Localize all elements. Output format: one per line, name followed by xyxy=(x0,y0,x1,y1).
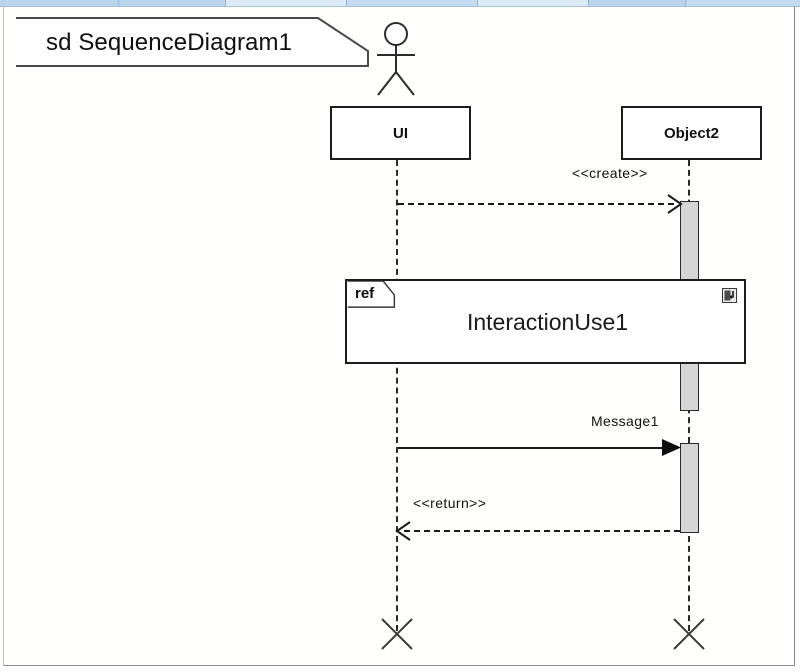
destruction-mark-ui[interactable] xyxy=(379,616,415,652)
frame-tab-outline xyxy=(16,17,369,67)
toolbar-segment xyxy=(0,0,119,6)
lifeline-head-object2[interactable]: Object2 xyxy=(621,106,762,160)
interaction-use-icon[interactable] xyxy=(722,288,737,303)
activation-bar-object2-2[interactable] xyxy=(680,363,699,411)
message-line-create[interactable] xyxy=(398,203,674,205)
ref-operator-label: ref xyxy=(355,285,375,302)
ref-tab-outline xyxy=(347,281,396,308)
lifeline-label-ui: UI xyxy=(393,124,408,142)
message-label-create: <<create>> xyxy=(572,165,648,181)
toolbar-segment xyxy=(347,0,478,6)
lifeline-stem-ui[interactable] xyxy=(396,160,398,631)
toolbar-segment xyxy=(686,0,800,6)
message-line-message1[interactable] xyxy=(398,447,666,449)
message-arrowhead-message1-icon xyxy=(662,439,681,456)
diagram-editor-canvas[interactable]: sd SequenceDiagram1 UI Object2 <<create>… xyxy=(3,6,795,666)
toolbar-segment xyxy=(119,0,226,6)
lifeline-label-object2: Object2 xyxy=(663,124,720,142)
actor-icon[interactable] xyxy=(368,21,424,99)
destruction-mark-object2[interactable] xyxy=(671,616,707,652)
ref-fragment-title: InteractionUse1 xyxy=(466,309,629,335)
message-label-return: <<return>> xyxy=(413,495,487,511)
lifeline-head-ui[interactable]: UI xyxy=(330,106,471,160)
toolbar-segment xyxy=(478,0,589,6)
message-arrowhead-create-icon xyxy=(667,194,683,214)
message-arrowhead-return-icon xyxy=(395,521,411,541)
diagram-title: sd SequenceDiagram1 xyxy=(46,29,293,56)
sequence-diagram-frame[interactable]: sd SequenceDiagram1 UI Object2 <<create>… xyxy=(8,11,792,663)
activation-bar-object2-3[interactable] xyxy=(680,443,699,533)
ref-interaction-use-frame[interactable]: ref InteractionUse1 xyxy=(345,279,746,364)
message-line-return[interactable] xyxy=(404,530,680,532)
toolbar-segment xyxy=(226,0,347,6)
toolbar-segment xyxy=(589,0,686,6)
message-label-message1: Message1 xyxy=(591,413,659,429)
